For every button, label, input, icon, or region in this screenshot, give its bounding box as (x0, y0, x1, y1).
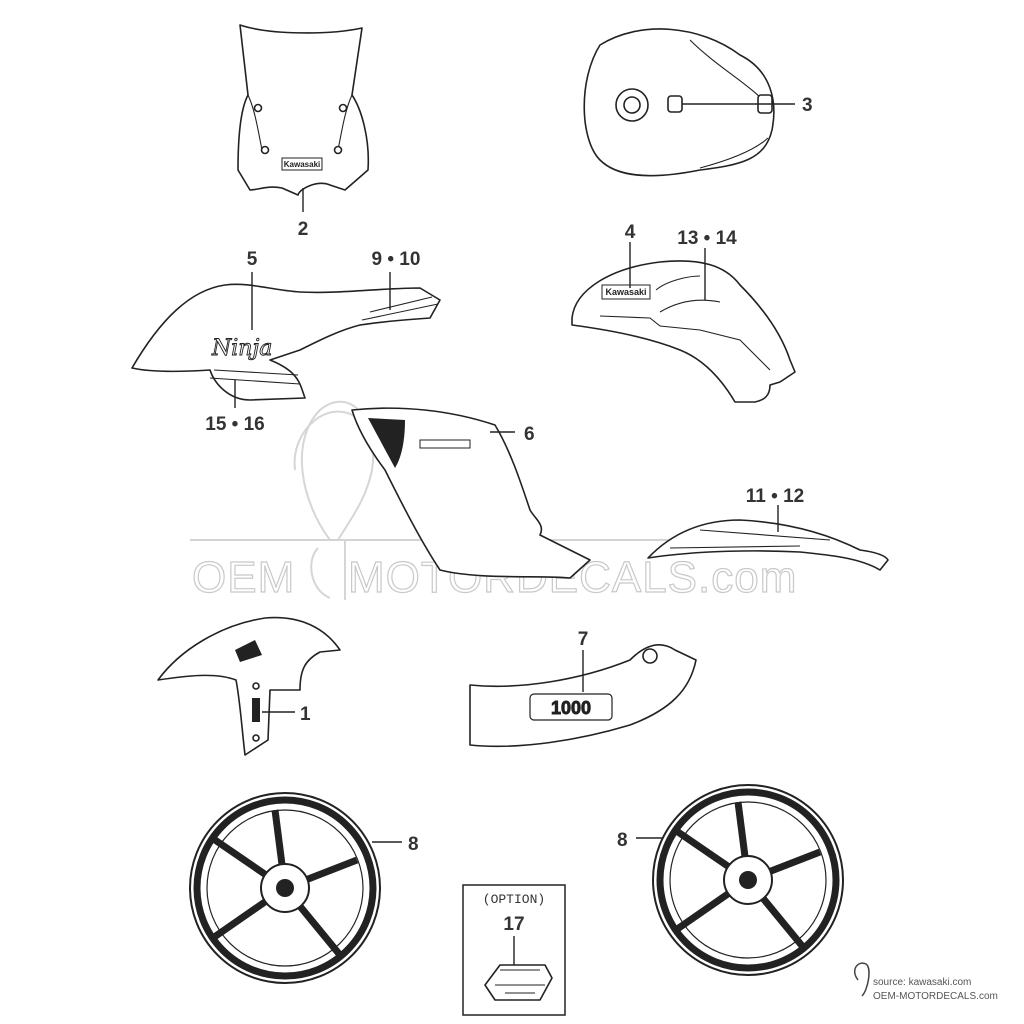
callout-8-rear: 8 (617, 830, 628, 851)
option-label: (OPTION) (483, 892, 545, 907)
watermark-left-text: OEM (192, 553, 295, 602)
callout-3: 3 (802, 95, 813, 116)
callout-15-16: 15 • 16 (205, 414, 264, 435)
callout-7: 7 (578, 629, 589, 650)
tank-side-part: Kawasaki 4 13 • 14 (571, 222, 796, 403)
tank-brand-decal: Kawasaki (605, 287, 646, 297)
front-wheel-part: 8 (189, 792, 419, 984)
tank-top-part: 3 (583, 28, 813, 177)
callout-6: 6 (524, 424, 535, 445)
callout-4: 4 (625, 222, 636, 243)
source-line-2: OEM-MOTORDECALS.com (873, 991, 998, 1002)
side-panel-part: 6 (351, 407, 591, 579)
option-box: (OPTION) 17 (462, 884, 566, 1016)
callout-17: 17 (503, 914, 524, 935)
callout-13-14: 13 • 14 (677, 228, 737, 249)
callout-2: 2 (298, 219, 309, 240)
callout-5: 5 (247, 249, 258, 270)
belly-number-decal: 1000 (551, 698, 591, 718)
callout-9-10: 9 • 10 (372, 249, 421, 270)
windscreen-part: Kawasaki 2 (237, 24, 370, 240)
belly-pan-part: 1000 7 (469, 629, 697, 748)
upper-cowl-part: Ninja 5 9 • 10 15 • 16 (131, 249, 441, 435)
front-fender-part: 1 (157, 616, 341, 756)
tail-part: 11 • 12 (647, 486, 889, 571)
source-logo-icon (854, 962, 870, 997)
cowl-ninja-decal: Ninja (211, 336, 272, 361)
source-line-1: source: kawasaki.com (873, 977, 971, 988)
source-credit: source: kawasaki.com OEM-MOTORDECALS.com (854, 962, 998, 1002)
callout-11-12: 11 • 12 (746, 486, 804, 507)
watermark-helmet-logo (293, 400, 375, 600)
rear-wheel-part: 8 (617, 784, 844, 976)
callout-1: 1 (300, 704, 311, 725)
callout-8-front: 8 (408, 834, 419, 855)
screen-brand-decal: Kawasaki (284, 160, 320, 169)
